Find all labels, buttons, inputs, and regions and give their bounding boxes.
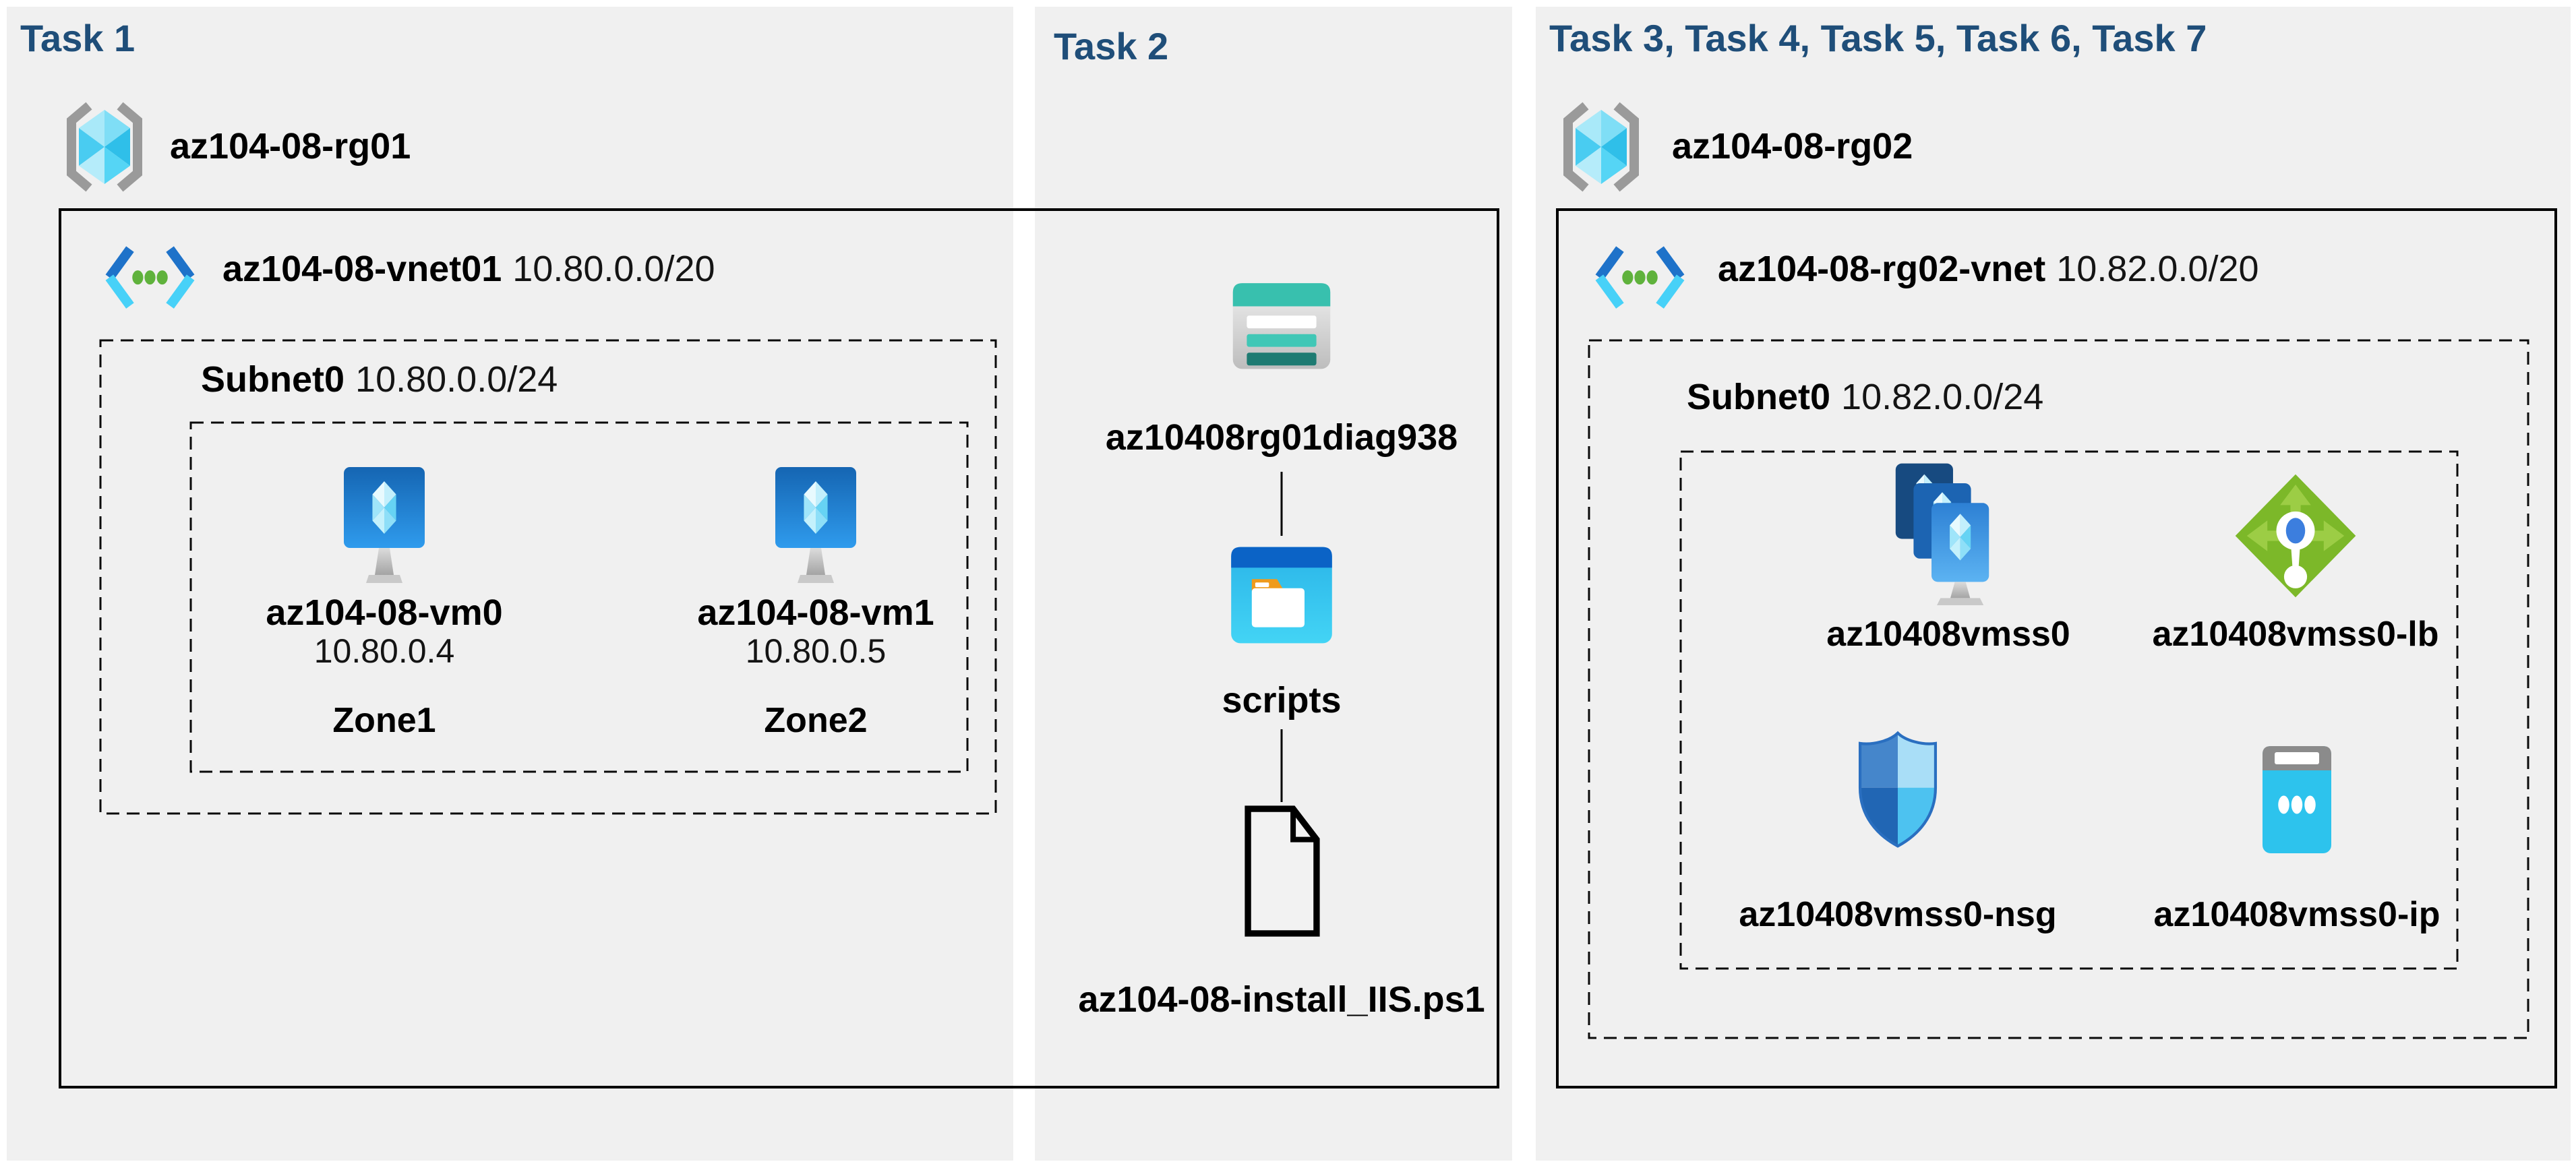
resource-group-icon (1563, 102, 1639, 192)
vnet-name: az104-08-rg02-vnet (1718, 249, 2046, 289)
nsg-icon (1858, 731, 1938, 848)
load-balancer-icon (2235, 474, 2356, 598)
vm-zone-label: Zone2 (764, 701, 868, 740)
virtual-network-icon (1595, 246, 1685, 309)
subnet-cidr: 10.82.0.0/24 (1841, 377, 2044, 417)
vnet-cidr: 10.82.0.0/20 (2056, 249, 2259, 289)
nsg-label: az10408vmss0-nsg (1739, 895, 2057, 934)
resource-group-label: az104-08-rg01 (170, 126, 411, 166)
container-label: scripts (1222, 680, 1342, 720)
task2-title: Task 2 (1054, 25, 1169, 67)
subnet-name: Subnet0 (1687, 377, 1831, 417)
vmss-icon (1895, 463, 1989, 605)
script-file-icon (1245, 805, 1320, 937)
vmss-label: az10408vmss0 (1826, 615, 2070, 654)
storage-account-icon (1232, 283, 1331, 369)
vnet-name: az104-08-vnet01 (222, 249, 502, 289)
subnet-cidr: 10.80.0.0/24 (355, 359, 558, 400)
blob-container-icon (1231, 547, 1332, 644)
subnet-name: Subnet0 (201, 359, 345, 400)
vnet-cidr: 10.80.0.0/20 (512, 249, 715, 289)
resource-group-icon (67, 102, 142, 192)
script-file-label: az104-08-install_IIS.ps1 (1078, 979, 1485, 1020)
vm-zone-label: Zone1 (332, 701, 436, 740)
vm-icon (775, 467, 856, 583)
vm-icon (344, 467, 425, 583)
resource-group-label: az104-08-rg02 (1672, 126, 1913, 166)
vnet02-boundary-box (1556, 208, 2557, 1088)
public-ip-label: az10408vmss0-ip (2153, 895, 2440, 934)
public-ip-icon (2263, 746, 2331, 853)
task1-title: Task 1 (20, 17, 136, 59)
task3-title: Task 3, Task 4, Task 5, Task 6, Task 7 (1549, 17, 2207, 59)
virtual-network-icon (105, 246, 195, 309)
load-balancer-label: az10408vmss0-lb (2152, 615, 2439, 654)
vm-ip-label: 10.80.0.5 (745, 632, 887, 670)
storage-account-label: az10408rg01diag938 (1105, 417, 1458, 458)
vnet01-boundary-box (59, 208, 1499, 1088)
vm-name-label: az104-08-vm0 (266, 592, 503, 633)
vm-name-label: az104-08-vm1 (697, 592, 934, 633)
vm-ip-label: 10.80.0.4 (313, 632, 455, 670)
